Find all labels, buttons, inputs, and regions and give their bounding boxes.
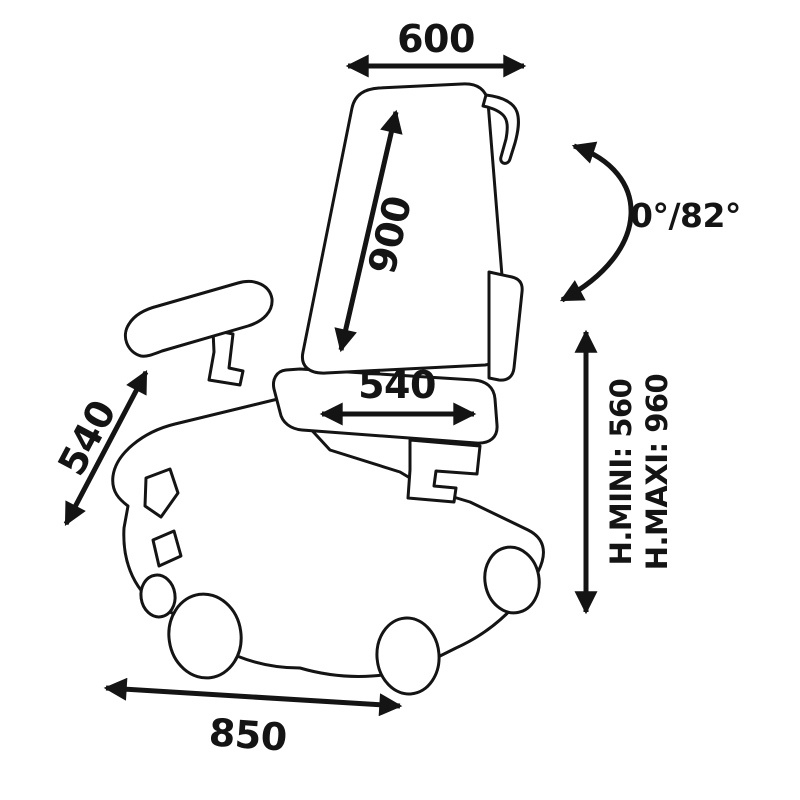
base-length-label: 850	[208, 710, 289, 759]
base-cutout-lower	[151, 529, 183, 568]
left-caster	[167, 592, 243, 680]
seat-depth-label: 540	[358, 363, 436, 407]
dimension-seat-depth: 540	[319, 363, 477, 426]
dimension-seat-height: H.MINI: 560 H.MAXI: 960	[574, 329, 674, 615]
center-caster	[375, 616, 441, 696]
legrest-length-arrow	[63, 369, 149, 527]
right-armrest-pad	[487, 270, 524, 382]
armrest-support	[207, 328, 245, 387]
top-width-label: 600	[397, 17, 475, 61]
chair-illustration	[111, 82, 545, 696]
height-min-label: H.MINI: 560	[604, 379, 638, 566]
left-armrest	[124, 280, 274, 358]
backrest-length-arrow	[334, 109, 403, 353]
tilt-angle-label: 0°/82°	[630, 196, 741, 235]
dimension-top-width: 600	[345, 17, 527, 78]
push-handle	[481, 93, 520, 165]
dimension-tilt-angle: 0°/82°	[559, 141, 741, 303]
right-caster	[483, 545, 541, 615]
base-length-arrow	[103, 677, 403, 717]
front-caster	[139, 573, 177, 619]
dimension-annotations: 600 900 0°/82° 540 540	[49, 17, 741, 760]
seat-mechanism	[406, 438, 482, 504]
tilt-angle-arc	[559, 141, 634, 303]
dimension-base-length: 850	[103, 677, 403, 760]
height-max-label: H.MAXI: 960	[640, 374, 674, 570]
